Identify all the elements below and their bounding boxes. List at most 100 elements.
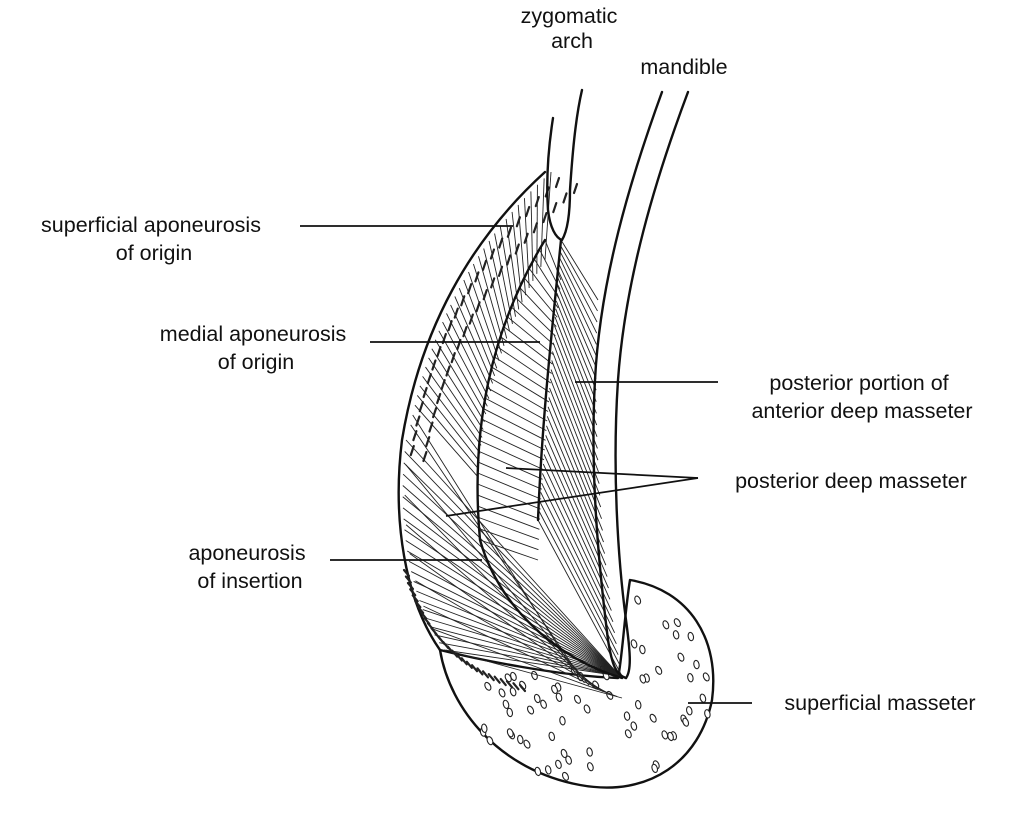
masseter-oval <box>484 681 493 691</box>
masseter-oval <box>545 765 552 774</box>
masseter-oval <box>526 705 535 715</box>
masseter-oval <box>654 665 663 675</box>
aponeurosis-dash <box>461 296 464 305</box>
masseter-oval <box>498 688 506 698</box>
masseter-oval <box>693 660 700 669</box>
zygomatic-arch <box>547 90 582 240</box>
label-zygomatic-arch-line2: arch <box>551 29 593 53</box>
lower-fan-fiber <box>416 591 620 676</box>
middle-layer-fiber <box>478 484 541 509</box>
middle-layer-fiber <box>478 517 539 539</box>
masseter-oval <box>486 736 494 746</box>
deep-fiber <box>555 317 597 425</box>
masseter-oval <box>583 704 591 714</box>
middle-layer-fiber <box>497 347 550 383</box>
label-zygomatic-arch: zygomatic arch <box>521 4 624 53</box>
aponeurosis-dash <box>442 380 445 389</box>
label-medial-aponeurosis-line2: of origin <box>218 350 295 374</box>
label-posterior-anterior-deep: posterior portion of anterior deep masse… <box>751 371 972 423</box>
aponeurosis-dash <box>420 402 423 411</box>
masseter-oval <box>630 721 637 731</box>
aponeurosis-dash <box>534 223 537 232</box>
masseter-oval <box>635 700 642 709</box>
masseter-oval <box>687 632 694 641</box>
masseter-oval <box>624 712 631 721</box>
masseter-oval <box>548 732 555 741</box>
aponeurosis-dash <box>449 321 452 330</box>
masseter-oval <box>534 767 541 776</box>
aponeurosis-dash <box>483 261 486 270</box>
aponeurosis-dash <box>563 193 566 202</box>
middle-layer-fiber <box>507 317 553 355</box>
masseter-oval <box>699 693 706 703</box>
label-aponeurosis-insertion: aponeurosis of insertion <box>188 541 311 593</box>
aponeurosis-dash <box>484 290 487 299</box>
masseter-oval <box>559 716 566 725</box>
aponeurosis-dash <box>437 394 440 403</box>
aponeurosis-dash <box>468 284 471 293</box>
label-superficial-masseter: superficial masseter <box>784 691 975 715</box>
deep-fiber <box>561 240 598 300</box>
masseter-oval <box>565 755 573 765</box>
deep-fiber <box>561 246 598 311</box>
aponeurosis-dash <box>433 408 436 417</box>
superficial-layer-fiber <box>432 349 483 430</box>
label-posterior-deep-masseter: posterior deep masseter <box>735 469 967 493</box>
masseter-oval <box>540 699 548 709</box>
masseter-oval <box>686 706 693 715</box>
superficial-layer-fiber <box>435 340 484 422</box>
aponeurosis-dash <box>556 178 559 187</box>
masseter-oval <box>649 713 658 723</box>
aponeurosis-dash <box>455 309 458 318</box>
label-medial-aponeurosis: medial aponeurosis of origin <box>160 322 352 374</box>
aponeurosis-dash <box>423 452 426 461</box>
middle-layer-fiber <box>489 377 548 411</box>
aponeurosis-dash <box>424 388 427 397</box>
label-posterior-anterior-deep-line2: anterior deep masseter <box>751 399 972 423</box>
label-mandible: mandible <box>640 55 727 79</box>
label-aponeurosis-insertion-line2: of insertion <box>197 569 302 593</box>
aponeurosis-dash <box>525 234 528 243</box>
middle-layer-fiber <box>478 462 542 489</box>
deep-masseter-region <box>399 172 622 698</box>
masseter-oval <box>677 652 685 662</box>
leader-lines <box>300 226 752 703</box>
superficial-masseter-region <box>440 580 713 788</box>
masseter-oval <box>662 620 670 630</box>
masseter-oval <box>682 717 690 727</box>
label-medial-aponeurosis-line1: medial aponeurosis <box>160 322 346 346</box>
lower-aponeurosis-dash <box>489 674 494 680</box>
aponeurosis-dash <box>411 446 414 455</box>
aponeurosis-dash <box>463 327 466 336</box>
aponeurosis-dash <box>428 374 431 383</box>
superficial-layer-fiber <box>429 358 482 438</box>
aponeurosis-dash <box>413 431 416 440</box>
aponeurosis-dash <box>507 256 510 265</box>
masseter-oval <box>639 645 646 654</box>
masseter-oval <box>687 673 694 682</box>
deep-masseter-fibers <box>403 172 622 698</box>
masseter-oval <box>587 762 595 772</box>
masseter-oval <box>523 739 531 749</box>
masseter-oval <box>517 735 524 744</box>
aponeurosis-dash <box>526 207 529 216</box>
aponeurosis-dash <box>536 197 539 206</box>
masseter-oval <box>555 760 563 770</box>
lower-fan-fiber <box>403 474 620 676</box>
aponeurosis-dash <box>508 228 511 237</box>
middle-layer-fiber <box>504 327 553 364</box>
masseter-oval <box>531 671 539 681</box>
masseter-oval <box>573 694 582 704</box>
aponeurosis-dash <box>429 422 432 431</box>
aponeurosis-dash <box>477 302 480 311</box>
superficial-layer-fiber <box>415 405 478 477</box>
aponeurosis-dash <box>437 347 440 356</box>
masseter-oval <box>509 687 517 697</box>
masseter-oval <box>506 708 513 717</box>
masseter-oval <box>533 694 541 704</box>
aponeurosis-dash <box>553 203 556 212</box>
middle-layer-fiber <box>515 297 555 336</box>
lower-aponeurosis-dash <box>501 679 506 685</box>
